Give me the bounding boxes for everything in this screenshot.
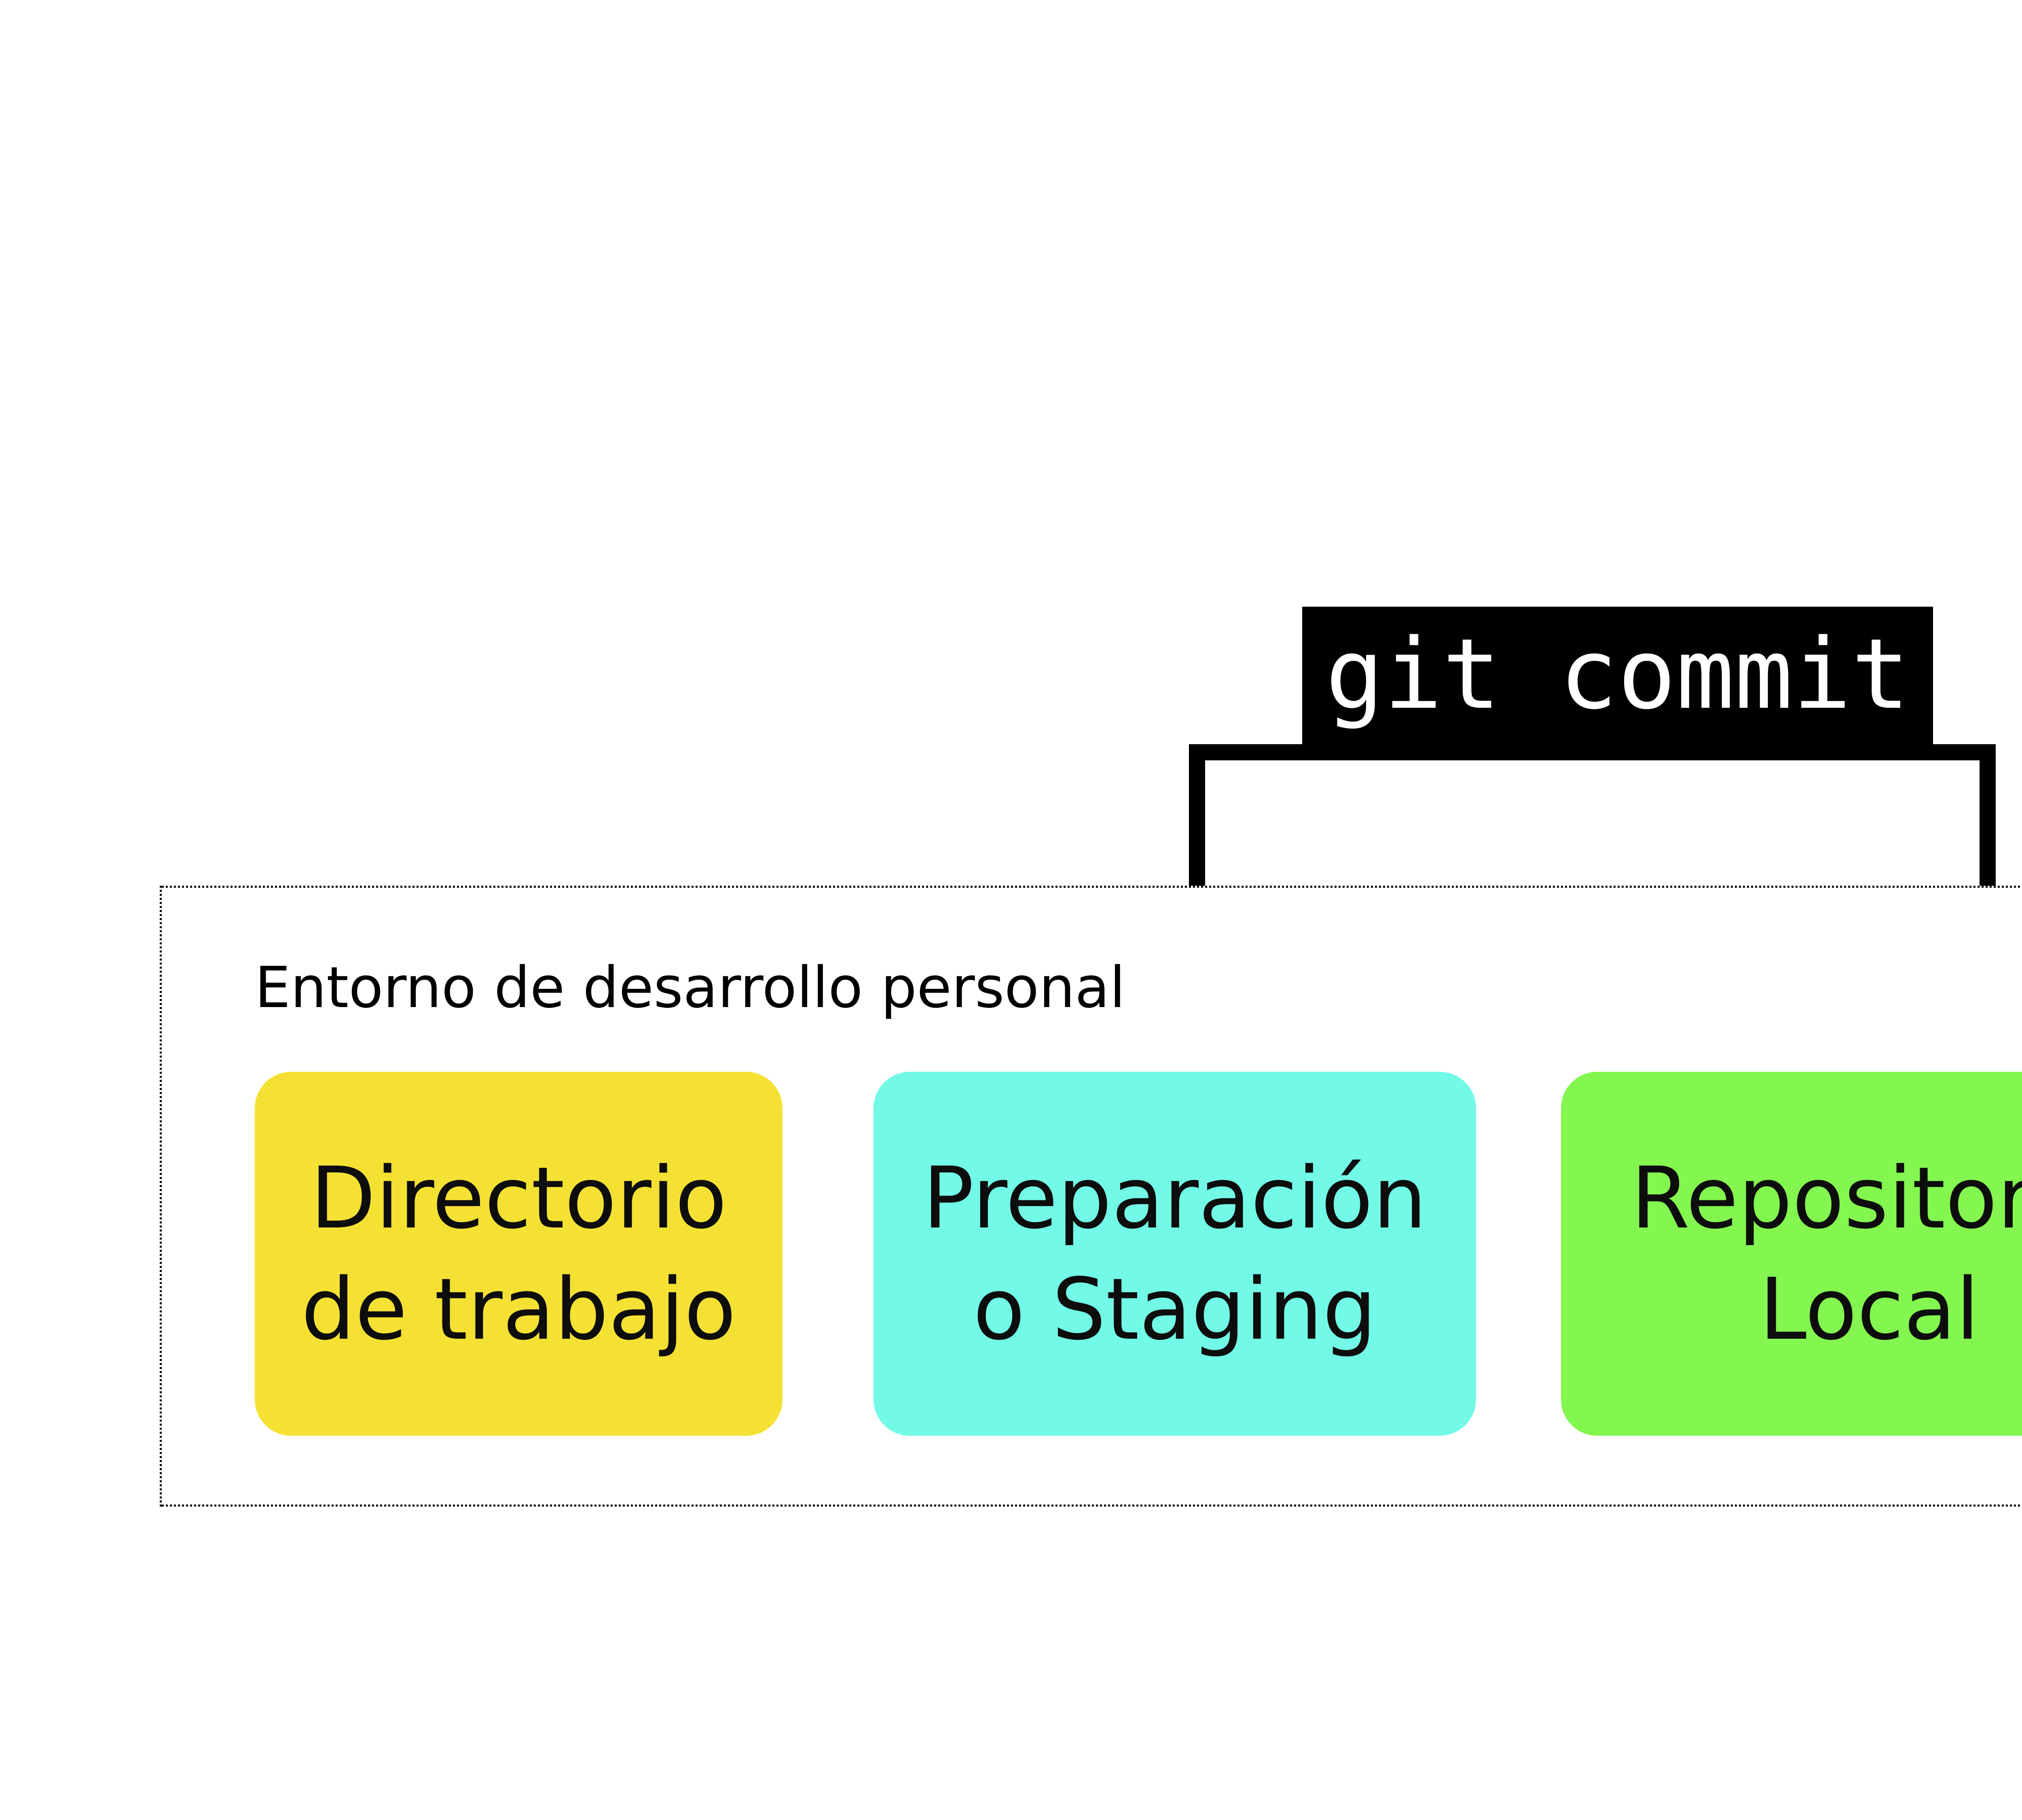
node-label-line: Directorio [310, 1149, 727, 1248]
node-staging-area: Preparación o Staging [874, 1072, 1476, 1436]
git-commit-command-box: git commit [1302, 607, 1933, 744]
environment-label: Entorno de desarrollo personal [255, 954, 1125, 1021]
node-label-line: o Staging [973, 1260, 1377, 1359]
node-working-directory: Directorio de trabajo [255, 1072, 783, 1436]
node-label-line: de trabajo [301, 1260, 736, 1359]
node-label-line: Local [1759, 1260, 1980, 1359]
node-label-line: Preparación [922, 1149, 1427, 1248]
arrow-horizontal-segment [1189, 744, 1996, 760]
node-local-repository: Repositorio Local [1561, 1072, 2022, 1436]
git-commit-command-label: git commit [1325, 619, 1910, 732]
node-label-line: Repositorio [1631, 1149, 2022, 1248]
